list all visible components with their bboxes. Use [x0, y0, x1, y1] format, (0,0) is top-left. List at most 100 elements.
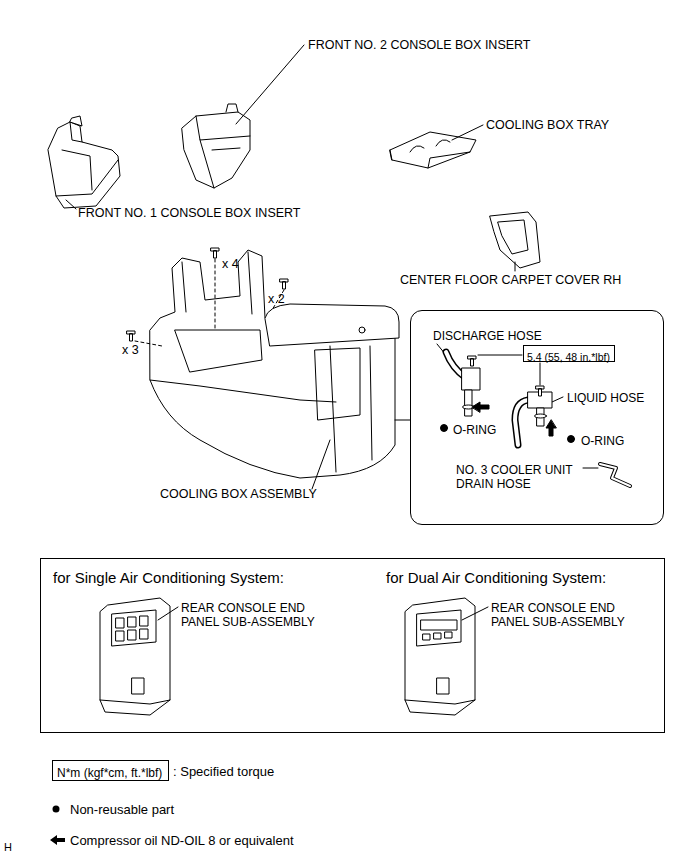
- rear-panel-single: [112, 610, 156, 646]
- part-name: O-RING: [453, 423, 496, 437]
- liquid-hose: [515, 400, 528, 445]
- leader-line: [515, 262, 516, 271]
- drain-hose: [583, 468, 598, 469]
- torque-legend-box: N*m (kgf*cm, ft.*lbf): [52, 760, 169, 781]
- part-name: FRONT NO. 1 CONSOLE BOX INSERT: [78, 206, 301, 221]
- console-assembly: [127, 331, 135, 341]
- drain-hose: [600, 464, 630, 486]
- legend-entry: : Specified torque: [173, 762, 274, 780]
- rear-panel-single: [100, 700, 170, 704]
- console-assembly: [135, 259, 284, 346]
- leader-line: [462, 607, 488, 620]
- discharge-hose: [462, 368, 480, 390]
- console-assembly: [280, 279, 288, 289]
- liquid-hose: [546, 420, 556, 436]
- rear-panel-dual: [423, 632, 452, 640]
- quantity-label: x 4: [222, 257, 239, 272]
- part-name: COOLING BOX ASSEMBLY: [160, 487, 317, 502]
- non-reusable-symbol: [50, 803, 66, 815]
- torque-box: 5.4 (55, 48 in.*lbf): [523, 345, 615, 362]
- cooling-box-tray: [390, 132, 476, 168]
- console-assembly: [127, 248, 399, 478]
- legend-entry: Compressor oil ND-OIL 8 or equivalent: [50, 831, 294, 849]
- drain-hose: [583, 464, 630, 486]
- variant-heading: for Single Air Conditioning System:: [53, 569, 284, 587]
- non-reusable-symbol: [53, 806, 60, 813]
- liquid-hose: [552, 397, 563, 402]
- carpet-cover: [498, 220, 528, 254]
- leader-line: [395, 420, 410, 421]
- part-name: REAR CONSOLE END PANEL SUB-ASSEMBLY: [491, 601, 641, 630]
- front-no1-insert: [56, 160, 118, 196]
- console-assembly: [182, 252, 252, 314]
- discharge-hose: [468, 356, 476, 366]
- console-assembly: [175, 330, 262, 372]
- discharge-hose: [472, 402, 489, 412]
- drain-hose: [600, 464, 630, 486]
- figure-code: H: [4, 841, 12, 854]
- torque-value: 5.4 (55, 48 in.*lbf): [527, 351, 610, 364]
- console-assembly: [211, 248, 219, 258]
- cooling-box-tray: [390, 132, 476, 168]
- discharge-hose: [465, 390, 472, 416]
- liquid-hose: [515, 363, 575, 445]
- legend-text: : Specified torque: [173, 764, 274, 779]
- discharge-hose: [478, 355, 522, 356]
- part-name: COOLING BOX TRAY: [486, 118, 609, 133]
- carpet-cover: [490, 212, 540, 268]
- front-no1-insert: [70, 122, 82, 142]
- part-name: FRONT NO. 2 CONSOLE BOX INSERT: [308, 38, 531, 53]
- oil-arrow-symbol: [50, 834, 66, 846]
- part-name: CENTER FLOOR CARPET COVER RH: [400, 273, 621, 288]
- rear-panel-single: [100, 598, 170, 715]
- rear-panel-dual: [421, 620, 457, 630]
- part-name: O-RING: [581, 434, 624, 448]
- leader-line: [158, 607, 178, 620]
- leader-line: [452, 125, 483, 140]
- leader-line: [312, 440, 330, 489]
- liquid-hose: [568, 436, 575, 443]
- console-assembly: [150, 346, 336, 472]
- console-assembly: [315, 348, 360, 420]
- cooling-box-tray: [390, 140, 470, 168]
- console-assembly: [150, 250, 395, 478]
- legend-entry: Non-reusable part: [50, 800, 174, 818]
- leader-line: [66, 200, 76, 209]
- front-no1-insert: [48, 116, 120, 208]
- carpet-cover: [490, 212, 540, 268]
- console-assembly: [359, 327, 365, 333]
- rear-panel-single: [132, 678, 144, 694]
- discharge-hose: [441, 425, 448, 432]
- variant-heading: for Dual Air Conditioning System:: [386, 569, 606, 587]
- rear-panel-single: [100, 598, 170, 715]
- detail-inset: DISCHARGE HOSE LIQUID HOSE O-RING O-RING NO.…: [410, 310, 664, 525]
- rear-panel-dual: [405, 598, 475, 715]
- variant-panel: for Single Air Conditioning System: REAR …: [40, 558, 665, 733]
- console-assembly: [265, 304, 399, 346]
- liquid-hose: [536, 386, 544, 396]
- part-name: REAR CONSOLE END PANEL SUB-ASSEMBLY: [181, 601, 331, 630]
- rear-panel-dual: [437, 678, 449, 694]
- leader-line: [236, 45, 304, 124]
- liquid-hose: [515, 400, 528, 445]
- liquid-hose: [535, 414, 547, 418]
- front-no1-insert: [70, 116, 82, 126]
- part-name: NO. 3 COOLER UNIT DRAIN HOSE: [456, 463, 588, 492]
- rear-panel-dual: [405, 700, 475, 704]
- unit-text: N*m (kgf*cm, ft.*lbf): [57, 766, 162, 780]
- legend-text: Compressor oil ND-OIL 8 or equivalent: [70, 833, 294, 848]
- rear-panel-dual: [417, 610, 461, 646]
- front-no2-insert: [182, 104, 250, 188]
- legend-text: Non-reusable part: [70, 802, 174, 817]
- front-no1-insert: [62, 150, 92, 190]
- oil-arrow-symbol: [50, 835, 65, 845]
- liquid-hose: [540, 363, 541, 385]
- rear-panel-dual: [405, 598, 475, 715]
- console-assembly: [370, 346, 372, 460]
- front-no1-insert: [48, 122, 120, 208]
- part-name: DISCHARGE HOSE: [433, 329, 542, 343]
- part-name: LIQUID HOSE: [567, 391, 644, 405]
- discharge-hose: [437, 344, 522, 432]
- quantity-label: x 3: [122, 343, 139, 358]
